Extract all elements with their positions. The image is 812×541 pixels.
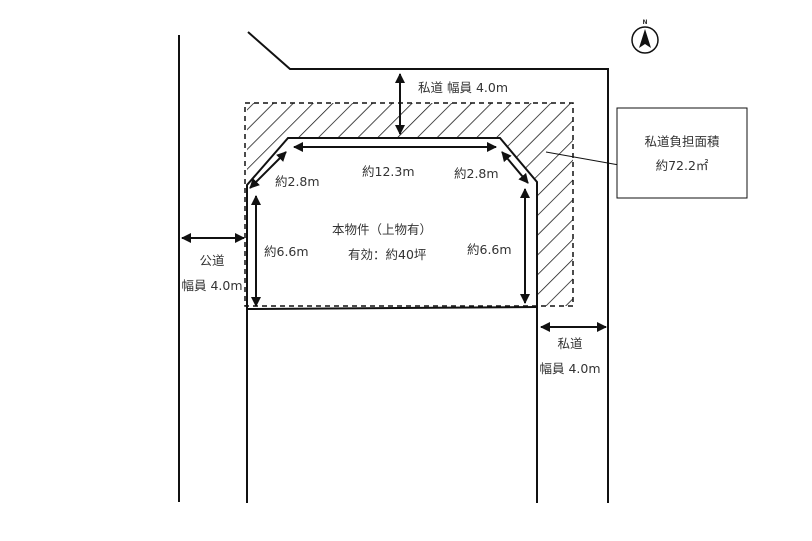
top-right-diag-arrow [501, 151, 529, 184]
svg-text:N: N [642, 19, 647, 26]
top-road-boundary [247, 31, 609, 503]
private-road-burden-area [245, 103, 573, 306]
right-road-name: 私道 [557, 336, 583, 351]
callout-value: 約72.2㎡ [656, 158, 709, 173]
burden-area-dashed-outline [244, 102, 574, 307]
right-road-width: 幅員 4.0m [539, 361, 600, 376]
left-dimension-label: 約6.6m [264, 244, 309, 259]
property-title: 本物件（上物有） [332, 222, 432, 237]
left-road-width: 幅員 4.0m [181, 278, 242, 293]
north-arrow-icon: N [631, 19, 659, 54]
top-road-label: 私道 幅員 4.0m [418, 80, 508, 95]
left-road-name: 公道 [199, 253, 225, 268]
top-left-diag-label: 約2.8m [275, 174, 320, 189]
right-dimension-label: 約6.6m [467, 242, 512, 257]
callout-leader-line [545, 151, 620, 166]
top-left-diag-arrow [249, 151, 287, 189]
top-right-diag-label: 約2.8m [454, 166, 499, 181]
top-dimension-label: 約12.3m [362, 164, 415, 179]
property-boundary [246, 137, 538, 503]
property-bottom-line [246, 306, 538, 310]
callout-box [616, 107, 748, 199]
property-area: 有効：約40坪 [348, 247, 426, 262]
callout-title: 私道負担面積 [644, 134, 720, 149]
